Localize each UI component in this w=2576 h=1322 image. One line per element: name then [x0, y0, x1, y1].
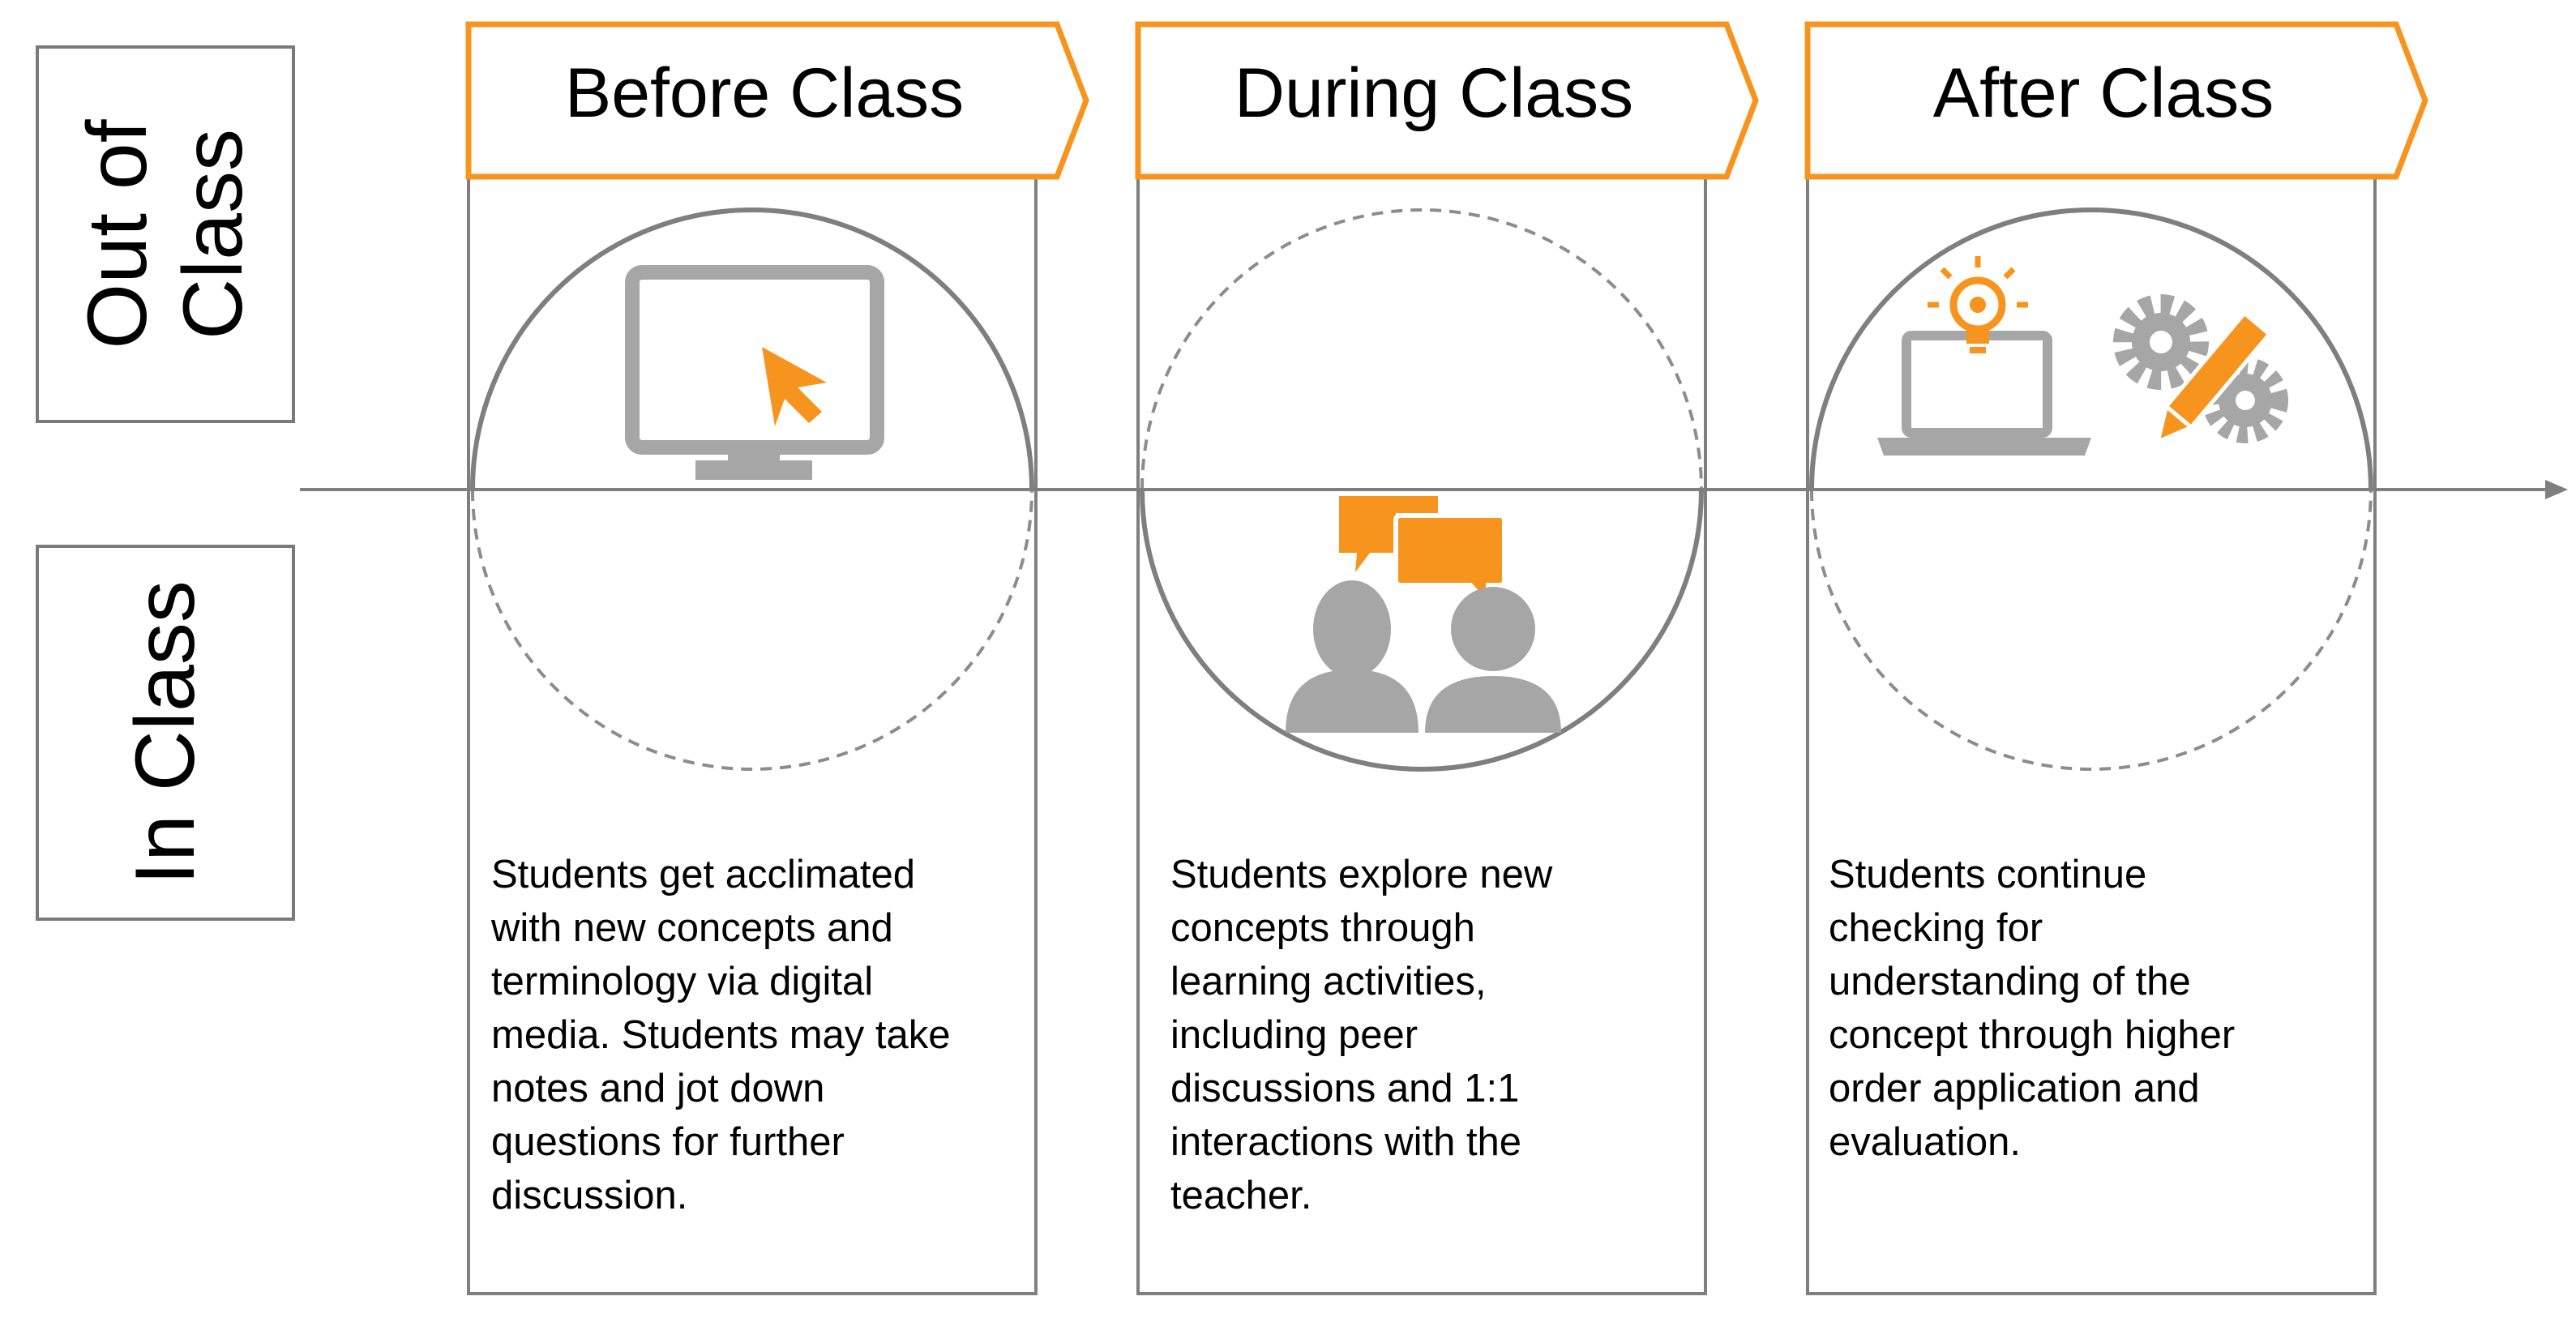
discussion-people-icon	[1286, 496, 1561, 733]
phase-description-before: Students get acclimated with new concept…	[491, 853, 951, 1217]
circle-before-upper	[470, 207, 1034, 490]
circle-before-lower	[471, 489, 1033, 771]
phase-title-during: During Class	[1234, 53, 1634, 132]
timeline-arrow	[300, 480, 2568, 499]
phase-title-before: Before Class	[564, 53, 965, 132]
circle-during-upper	[1140, 208, 1703, 490]
header-chevron-after	[1804, 21, 2428, 180]
out-of-class-label-box: Out of Class	[36, 45, 295, 423]
phase-description-after: Students continue checking for understan…	[1829, 853, 2236, 1164]
phase-description-during: Students explore new concepts through le…	[1170, 853, 1553, 1217]
in-class-label-box: In Class	[36, 545, 295, 921]
circle-after-upper	[1809, 207, 2373, 490]
monitor-cursor-icon	[625, 265, 884, 480]
circle-during-lower	[1140, 489, 1704, 772]
header-chevron-during	[1135, 21, 1759, 180]
circle-after-lower	[1810, 489, 2373, 771]
phase-title-after: After Class	[1932, 53, 2274, 132]
laptop-idea-gears-icon	[1877, 256, 2288, 456]
out-of-class-label: Out of Class	[71, 119, 260, 349]
header-chevron-before	[465, 21, 1089, 180]
in-class-label: In Class	[118, 580, 212, 885]
